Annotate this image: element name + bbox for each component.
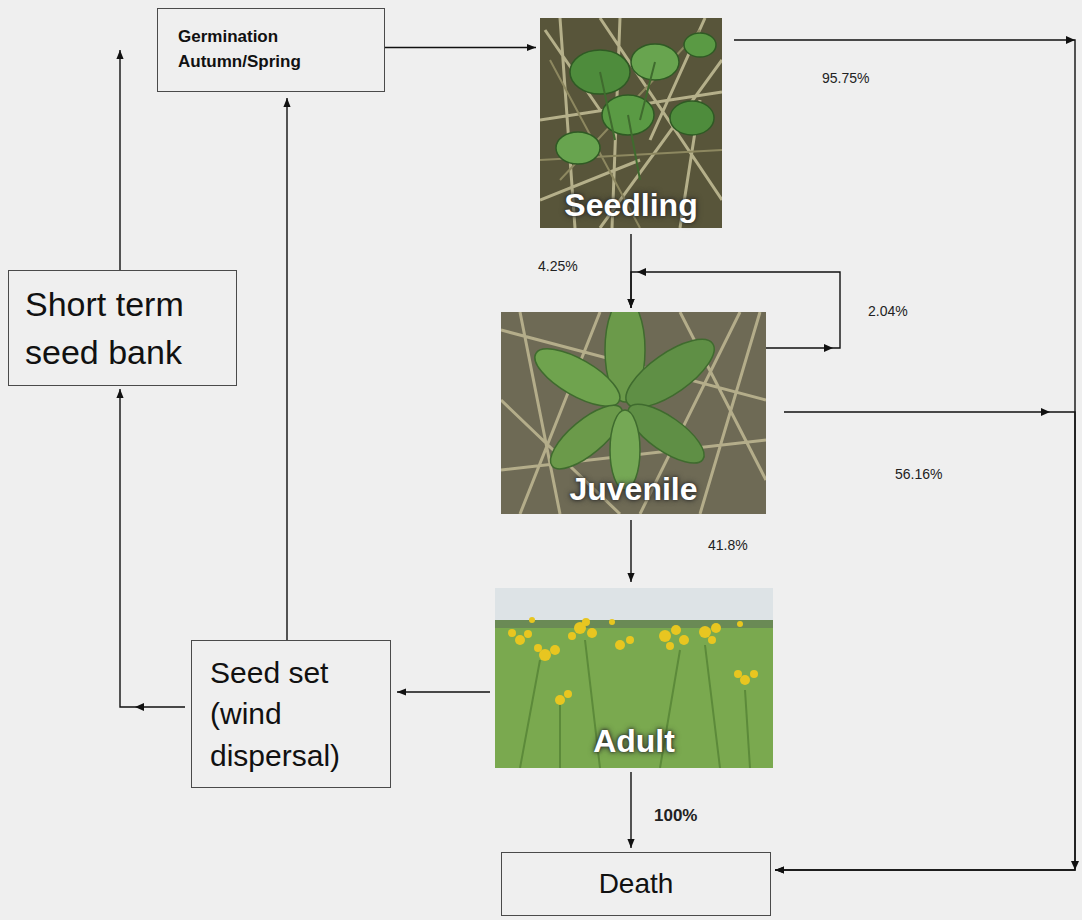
box-label: Seed set (wind dispersal) — [210, 652, 372, 776]
flow-arrow — [775, 412, 1075, 870]
process-box: Seed set (wind dispersal) — [191, 640, 391, 788]
flow-arrow — [119, 50, 120, 270]
process-box: Germination Autumn/Spring — [157, 8, 385, 92]
arrowhead — [135, 703, 144, 711]
stage-label: Juvenile — [569, 471, 697, 508]
seedling-photo — [540, 18, 722, 228]
percentage-label: 100% — [652, 806, 699, 826]
percentage-label: 2.04% — [866, 303, 910, 319]
flow-arrow — [630, 520, 631, 582]
terminal-box: Death — [501, 852, 771, 916]
flow-arrow — [631, 272, 840, 348]
box-label: Germination Autumn/Spring — [178, 25, 364, 74]
arrowhead — [637, 268, 646, 276]
flow-arrow — [397, 691, 490, 692]
arrowheads — [135, 36, 1079, 870]
connectors — [120, 40, 1075, 870]
flow-arrow — [120, 389, 185, 707]
flow-arrow — [286, 98, 287, 640]
photo-stage: Adult — [495, 588, 773, 768]
flow-arrow — [630, 772, 631, 848]
adult-photo — [495, 588, 773, 768]
percentage-label: 41.8% — [706, 537, 750, 553]
photo-stage: Seedling — [540, 18, 722, 228]
juvenile-photo — [501, 312, 766, 514]
box-label: Short term seed bank — [25, 280, 220, 377]
percentage-label: 4.25% — [536, 258, 580, 274]
box-label: Death — [514, 868, 758, 900]
stage-label: Seedling — [564, 187, 697, 224]
photo-stage: Juvenile — [501, 312, 766, 514]
percentage-label: 95.75% — [820, 70, 871, 86]
flow-arrow — [385, 47, 536, 48]
arrowhead — [1041, 408, 1050, 416]
percentage-label: 56.16% — [893, 466, 944, 482]
process-box: Short term seed bank — [8, 270, 237, 386]
flow-arrow — [734, 40, 1075, 870]
arrowhead — [824, 344, 833, 352]
arrowhead — [1066, 36, 1075, 44]
stage-label: Adult — [593, 723, 675, 760]
arrowhead — [1071, 861, 1079, 870]
